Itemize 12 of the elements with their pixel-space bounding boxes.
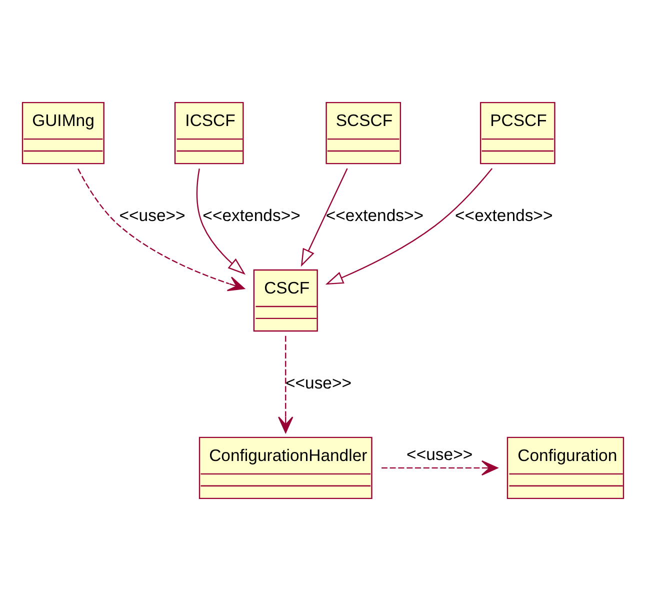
arrow xyxy=(325,168,493,284)
edge-label: <<use>> xyxy=(406,444,473,464)
edge-label: <<use>> xyxy=(285,373,352,392)
edge-label: <<extends>> xyxy=(202,206,300,225)
edge-label: <<extends>> xyxy=(326,206,424,225)
arrow xyxy=(300,168,348,266)
arrow xyxy=(196,168,246,274)
edge-label: <<use>> xyxy=(119,206,186,225)
arrow xyxy=(278,335,294,433)
edge-label: <<extends>> xyxy=(455,206,553,225)
arrow xyxy=(78,168,245,291)
arrow xyxy=(382,460,498,476)
